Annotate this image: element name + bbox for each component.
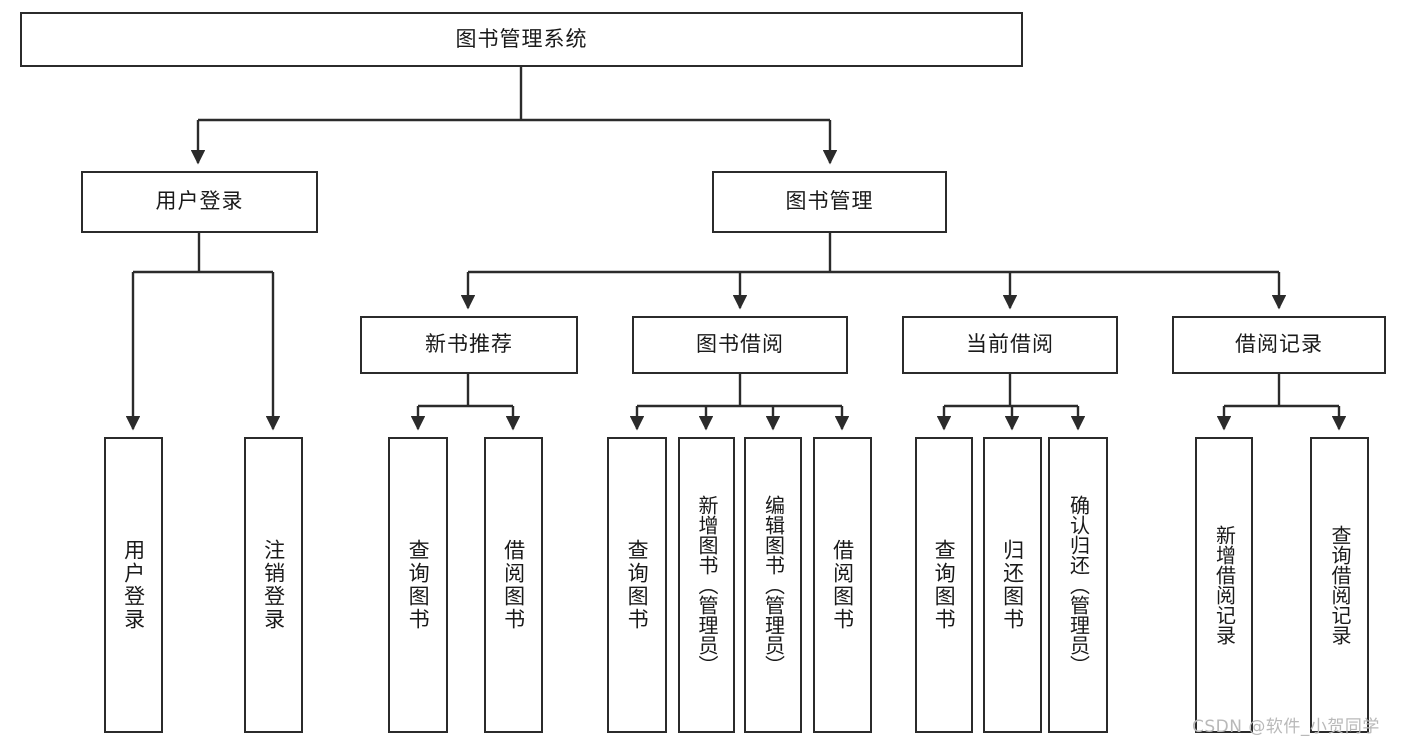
node-borrow-record[interactable]: 借阅记录 — [1172, 316, 1386, 374]
node-root-system[interactable]: 图书管理系统 — [20, 12, 1023, 67]
node-new-book-recommend[interactable]: 新书推荐 — [360, 316, 578, 374]
leaf-add-book-admin[interactable]: 新增图书（管理员） — [678, 437, 735, 733]
leaf-query-book-recommend[interactable]: 查询图书 — [388, 437, 448, 733]
leaf-user-login[interactable]: 用户登录 — [104, 437, 163, 733]
csdn-watermark: CSDN @软件_小贺同学 — [1192, 717, 1380, 737]
node-current-borrow[interactable]: 当前借阅 — [902, 316, 1118, 374]
leaf-query-book-borrow[interactable]: 查询图书 — [607, 437, 667, 733]
leaf-edit-book-admin[interactable]: 编辑图书（管理员） — [744, 437, 802, 733]
node-book-borrow[interactable]: 图书借阅 — [632, 316, 848, 374]
leaf-borrow-book-recommend[interactable]: 借阅图书 — [484, 437, 543, 733]
node-book-management[interactable]: 图书管理 — [712, 171, 947, 233]
leaf-add-borrow-record[interactable]: 新增借阅记录 — [1195, 437, 1253, 733]
leaf-query-book-current[interactable]: 查询图书 — [915, 437, 973, 733]
leaf-return-book[interactable]: 归还图书 — [983, 437, 1042, 733]
leaf-confirm-return-admin[interactable]: 确认归还（管理员） — [1048, 437, 1108, 733]
leaf-query-borrow-record[interactable]: 查询借阅记录 — [1310, 437, 1369, 733]
node-user-login[interactable]: 用户登录 — [81, 171, 318, 233]
leaf-borrow-book[interactable]: 借阅图书 — [813, 437, 872, 733]
leaf-logout[interactable]: 注销登录 — [244, 437, 303, 733]
